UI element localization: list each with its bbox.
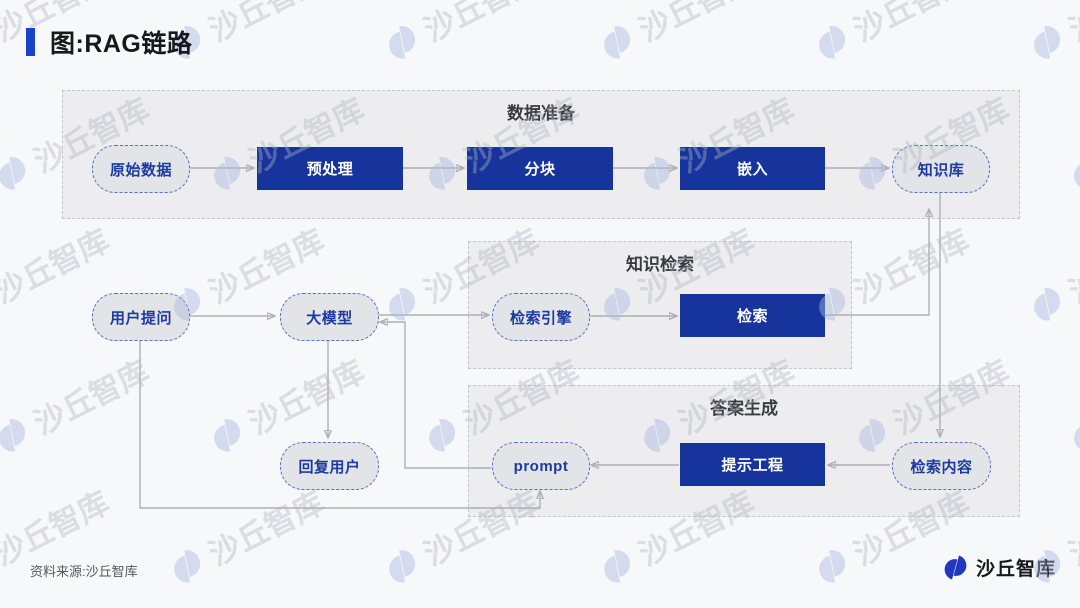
watermark: 沙丘智库 [1060,347,1080,464]
watermark: 沙丘智库 [375,0,546,71]
watermark-logo-icon [1033,287,1060,321]
watermark-text: 沙丘智库 [0,222,115,311]
brand-logo-icon [944,555,967,580]
node-reply-user: 回复用户 [280,442,379,490]
watermark-logo-icon [1073,424,1080,452]
node-knowledge-base: 知识库 [892,145,990,193]
watermark-text: 沙丘智库 [28,353,155,442]
node-embed: 嵌入 [680,147,825,190]
node-raw-data: 原始数据 [92,145,190,193]
section-title-knowledge-retrieval: 知识检索 [626,255,694,274]
source-note: 资料来源:沙丘智库 [30,564,138,579]
node-chunk: 分块 [467,147,613,190]
watermark-logo-icon [388,25,415,59]
watermark-logo-icon [173,549,200,583]
watermark-logo-icon [818,25,845,59]
watermark-text: 沙丘智库 [1063,484,1080,573]
watermark: 沙丘智库 [1060,85,1080,202]
watermark-logo-icon [428,418,455,452]
watermark-logo-icon [1073,162,1080,190]
watermark: 沙丘智库 [590,0,761,71]
node-prompt-engineering: 提示工程 [680,443,825,486]
watermark-text: 沙丘智库 [848,0,975,49]
watermark-logo-icon [1033,25,1060,59]
node-prompt: prompt [492,442,590,490]
title-accent-bar [26,28,35,56]
watermark-text: 沙丘智库 [203,484,330,573]
watermark-text: 沙丘智库 [243,353,370,442]
page-title: 图:RAG链路 [50,30,193,58]
watermark: 沙丘智库 [1020,0,1080,71]
watermark: 沙丘智库 [1020,216,1080,333]
section-title-answer-generation: 答案生成 [710,399,778,418]
watermark-logo-icon [603,549,630,583]
node-user-question: 用户提问 [92,293,190,341]
node-llm: 大模型 [280,293,379,341]
brand-name: 沙丘智库 [976,559,1057,580]
watermark: 沙丘智库 [0,347,156,464]
watermark-text: 沙丘智库 [0,484,115,573]
watermark-text: 沙丘智库 [203,0,330,49]
watermark: 沙丘智库 [805,0,976,71]
watermark-logo-icon [213,418,240,452]
watermark-text: 沙丘智库 [848,222,975,311]
watermark-logo-icon [603,25,630,59]
node-retrieved-content: 检索内容 [892,442,991,490]
watermark-text: 沙丘智库 [1063,222,1080,311]
watermark-text: 沙丘智库 [418,0,545,49]
watermark-text: 沙丘智库 [633,0,760,49]
watermark-logo-icon [0,418,25,452]
watermark-logo-icon [388,549,415,583]
node-retrieve: 检索 [680,294,825,337]
node-preprocess: 预处理 [257,147,403,190]
watermark: 沙丘智库 [160,478,331,595]
watermark-logo-icon [0,156,25,190]
watermark-logo-icon [388,287,415,321]
node-search-engine: 检索引擎 [492,293,590,341]
brand-lockup: 沙丘智库 [941,553,1056,582]
watermark-text: 沙丘智库 [1063,0,1080,49]
section-title-data-preparation: 数据准备 [507,104,575,123]
watermark-logo-icon [818,549,845,583]
